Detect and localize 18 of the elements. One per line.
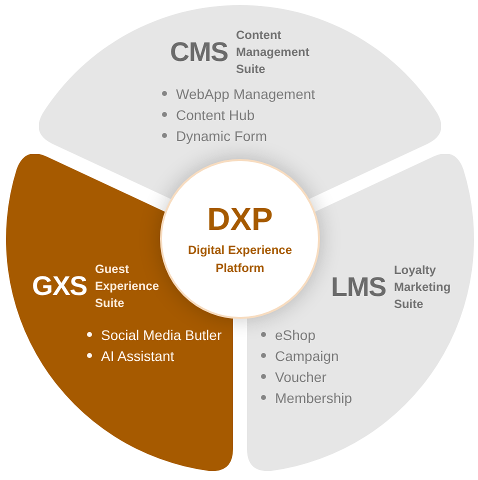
suite-abbreviation: CMS: [170, 39, 228, 66]
list-item-text: AI Assistant: [101, 346, 174, 364]
platform-abbreviation: DXP: [207, 202, 273, 236]
list-item-text: Dynamic Form: [176, 126, 268, 144]
suite-abbreviation: LMS: [331, 274, 386, 301]
list-item-text: Content Hub: [176, 106, 255, 124]
suite-name: Loyalty Marketing Suite: [394, 262, 451, 313]
suite-name: Content Management Suite: [236, 27, 310, 78]
list-item-text: WebApp Management: [176, 84, 316, 102]
ring-segment: [39, 5, 441, 200]
suite-abbreviation: GXS: [32, 273, 87, 300]
list-item-text: Campaign: [275, 346, 339, 364]
list-item-text: Membership: [275, 388, 352, 406]
list-item-text: Voucher: [275, 368, 326, 386]
suite-name: Guest Experience Suite: [95, 261, 160, 312]
list-item-text: eShop: [275, 326, 316, 344]
list-item-text: Social Media Butler: [101, 326, 222, 344]
platform-name: Digital Experience Platform: [186, 242, 294, 276]
